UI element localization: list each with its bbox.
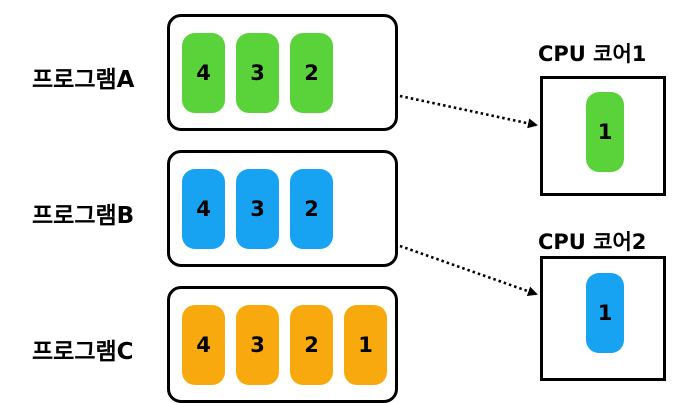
program-b-task-3: 3: [236, 169, 279, 249]
program-c-task-1: 1: [344, 305, 387, 385]
cpu-core-2-title: CPU 코어2: [538, 230, 647, 254]
program-a-task-2: 2: [290, 33, 333, 113]
arrow-a-to-core-1: [399, 94, 538, 129]
cpu-core-1-task: 1: [586, 92, 624, 172]
program-c-label: 프로그램C: [32, 339, 134, 365]
program-a-task-3: 3: [236, 33, 279, 113]
program-c-task-3: 3: [236, 305, 279, 385]
program-c-task-2: 2: [290, 305, 333, 385]
program-b-task-2: 2: [290, 169, 333, 249]
cpu-core-1-title: CPU 코어1: [538, 42, 647, 66]
program-b-label: 프로그램B: [32, 203, 135, 229]
program-a-label: 프로그램A: [32, 67, 135, 93]
program-c-task-4: 4: [182, 305, 225, 385]
cpu-core-2-task: 1: [586, 273, 624, 353]
program-a-task-4: 4: [182, 33, 225, 113]
program-b-task-4: 4: [182, 169, 225, 249]
arrow-b-to-core-2: [399, 244, 538, 297]
